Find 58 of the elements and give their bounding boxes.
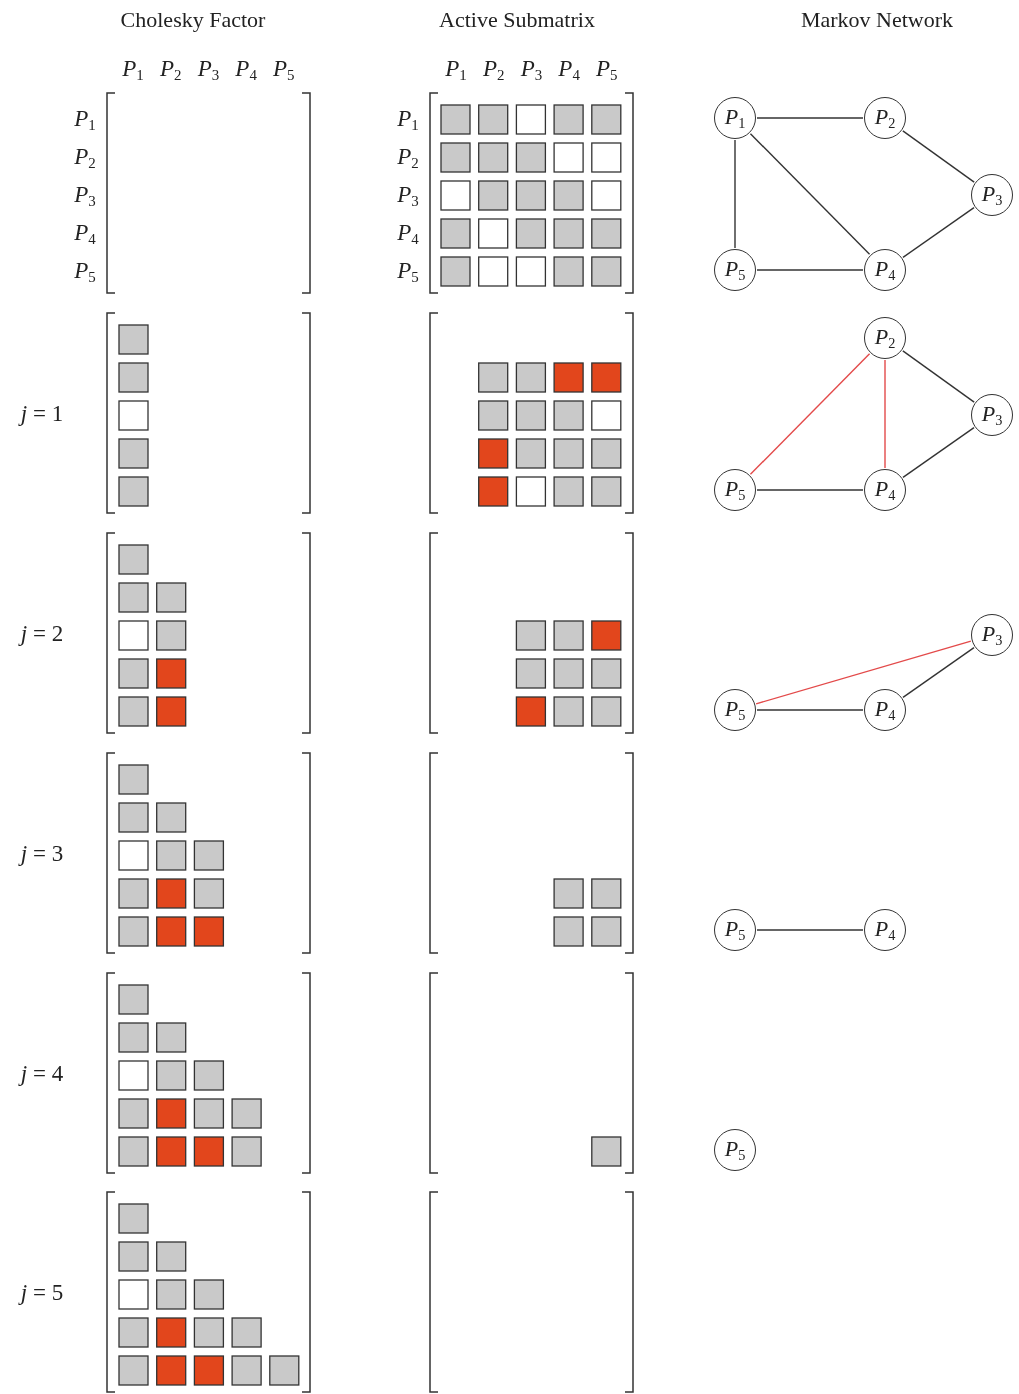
row-label: P$_{1}$	[74, 106, 96, 134]
graph-node: P$_{5}$	[714, 1129, 756, 1171]
graph-edge	[756, 709, 864, 711]
row-label: P$_{4}$	[397, 220, 419, 248]
graph-edge	[749, 132, 871, 256]
graph-edge	[756, 929, 864, 931]
step-label: j = 1	[20, 401, 64, 425]
column-label: P$_{2}$	[159, 56, 182, 84]
graph-edge	[755, 640, 972, 705]
graph-node: P$_{4}$	[864, 469, 906, 511]
column-label: P$_{3}$	[520, 56, 543, 84]
graph-edge	[902, 206, 975, 259]
graph-edge	[902, 426, 975, 479]
row-label: P$_{2}$	[74, 144, 96, 172]
row-label: P$_{4}$	[74, 220, 96, 248]
graph-edge	[756, 117, 864, 119]
graph-node: P$_{3}$	[971, 614, 1013, 656]
column-label: P$_{5}$	[273, 56, 295, 84]
column-label: P$_{2}$	[482, 56, 505, 84]
column-heading: Markov Network	[800, 9, 954, 31]
graph-node: P$_{5}$	[714, 249, 756, 291]
graph-node: P$_{1}$	[714, 97, 756, 139]
row-label: P$_{3}$	[74, 182, 96, 210]
row-label: P$_{1}$	[397, 106, 419, 134]
graph-node: P$_{4}$	[864, 689, 906, 731]
graph-edge	[756, 489, 864, 491]
graph-edge	[902, 350, 975, 403]
row-label: P$_{5}$	[74, 258, 96, 286]
graph-edge	[734, 139, 736, 249]
row-label: P$_{2}$	[397, 144, 419, 172]
column-label: P$_{1}$	[445, 56, 467, 84]
column-heading: Active Submatrix	[439, 9, 595, 31]
step-label: j = 2	[20, 621, 64, 645]
step-label: j = 4	[20, 1061, 64, 1085]
graph-edge	[756, 269, 864, 271]
graph-edge	[884, 359, 886, 469]
graph-edge	[902, 646, 975, 699]
column-label: P$_{3}$	[197, 56, 220, 84]
column-label: P$_{5}$	[596, 56, 618, 84]
graph-node: P$_{4}$	[864, 249, 906, 291]
graph-node: P$_{4}$	[864, 909, 906, 951]
graph-node: P$_{2}$	[864, 317, 906, 359]
graph-edge	[902, 130, 975, 183]
row-label: P$_{5}$	[397, 258, 419, 286]
graph-node: P$_{2}$	[864, 97, 906, 139]
step-label: j = 5	[20, 1280, 64, 1304]
graph-node: P$_{3}$	[971, 394, 1013, 436]
column-label: P$_{1}$	[122, 56, 144, 84]
graph-node: P$_{3}$	[971, 174, 1013, 216]
column-label: P$_{4}$	[235, 56, 257, 84]
graph-node: P$_{5}$	[714, 689, 756, 731]
graph-node: P$_{5}$	[714, 909, 756, 951]
graph-node: P$_{5}$	[714, 469, 756, 511]
graph-edge	[749, 352, 871, 476]
column-label: P$_{4}$	[558, 56, 580, 84]
step-label: j = 3	[20, 841, 64, 865]
column-heading: Cholesky Factor	[120, 9, 266, 31]
row-label: P$_{3}$	[397, 182, 419, 210]
